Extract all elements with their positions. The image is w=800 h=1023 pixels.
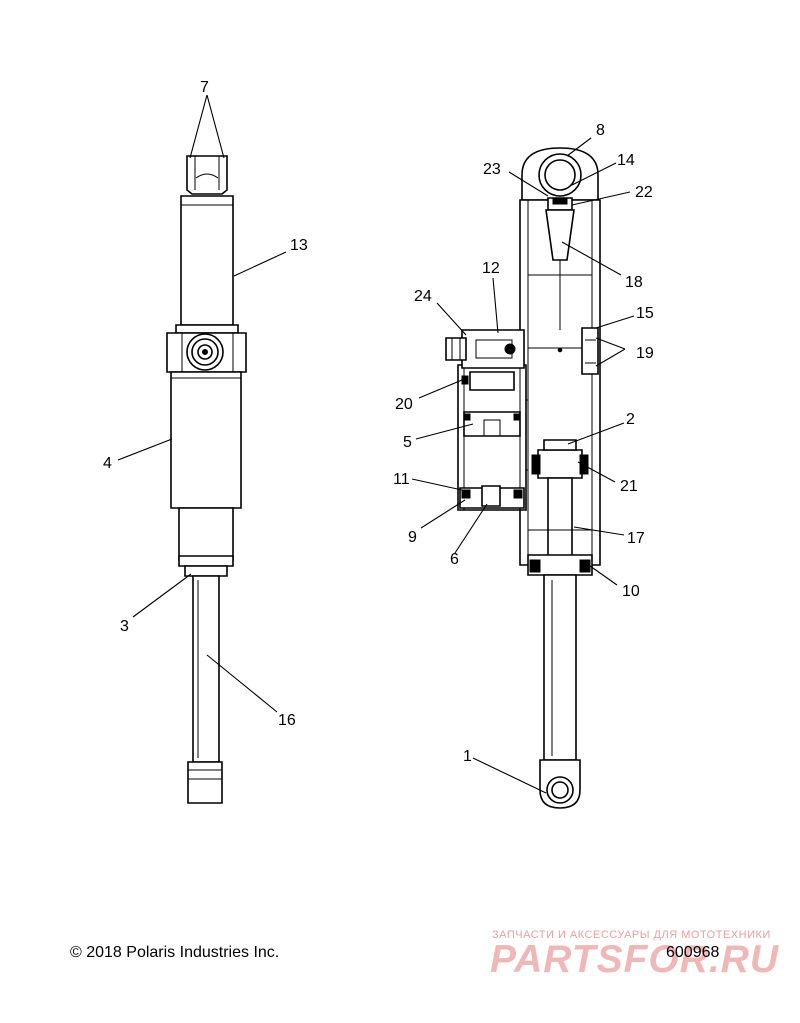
shock-body: [170, 371, 242, 509]
eyelet-bottom: [187, 761, 223, 804]
callout-8: 8: [596, 122, 605, 139]
callout-7: 7: [200, 79, 209, 96]
shaft: [192, 575, 220, 763]
shock-cutaway-view: [445, 147, 601, 809]
seal-cap: [184, 565, 228, 577]
callout-9: 9: [408, 529, 417, 546]
callout-2: 2: [626, 411, 635, 428]
seal-head: [527, 554, 593, 576]
body-upper: [180, 195, 234, 326]
piston: [537, 449, 583, 479]
callout-13: 13: [290, 237, 308, 254]
callout-15: 15: [636, 305, 654, 322]
callout-6: 6: [450, 551, 459, 568]
callout-11: 11: [393, 471, 410, 488]
shock-exterior-view: [166, 155, 247, 804]
shock-lower-body: [178, 507, 234, 561]
cutaway-shaft: [543, 574, 577, 761]
callout-24: 24: [414, 288, 432, 305]
callout-19: 19: [636, 345, 654, 362]
callout-16: 16: [278, 712, 296, 729]
callout-21: 21: [620, 478, 638, 495]
callout-18: 18: [625, 274, 643, 291]
floating-piston: [463, 411, 521, 437]
callout-17: 17: [627, 530, 645, 547]
callout-1: 1: [463, 748, 472, 765]
leader-lines: [117, 94, 635, 794]
callout-5: 5: [403, 434, 412, 451]
watermark-tagline: ЗАПЧАСТИ И АКСЕССУАРЫ ДЛЯ МОТОТЕХНИКИ: [492, 929, 771, 941]
callout-23: 23: [483, 161, 501, 178]
copyright-text: © 2018 Polaris Industries Inc.: [70, 944, 280, 961]
callout-10: 10: [622, 583, 640, 600]
callout-4: 4: [103, 455, 112, 472]
callout-22: 22: [635, 184, 653, 201]
callout-numbers: 7 13 4 3 16 8 14 23 22 12 18 24 15 19 20…: [103, 79, 654, 765]
callout-12: 12: [482, 260, 500, 277]
callout-3: 3: [120, 618, 129, 635]
callout-14: 14: [617, 152, 635, 169]
watermark-logo: PARTSFOR.RU: [490, 938, 780, 981]
part-number: 600968: [666, 944, 720, 961]
callout-20: 20: [395, 396, 413, 413]
eyelet-top: [186, 155, 228, 195]
